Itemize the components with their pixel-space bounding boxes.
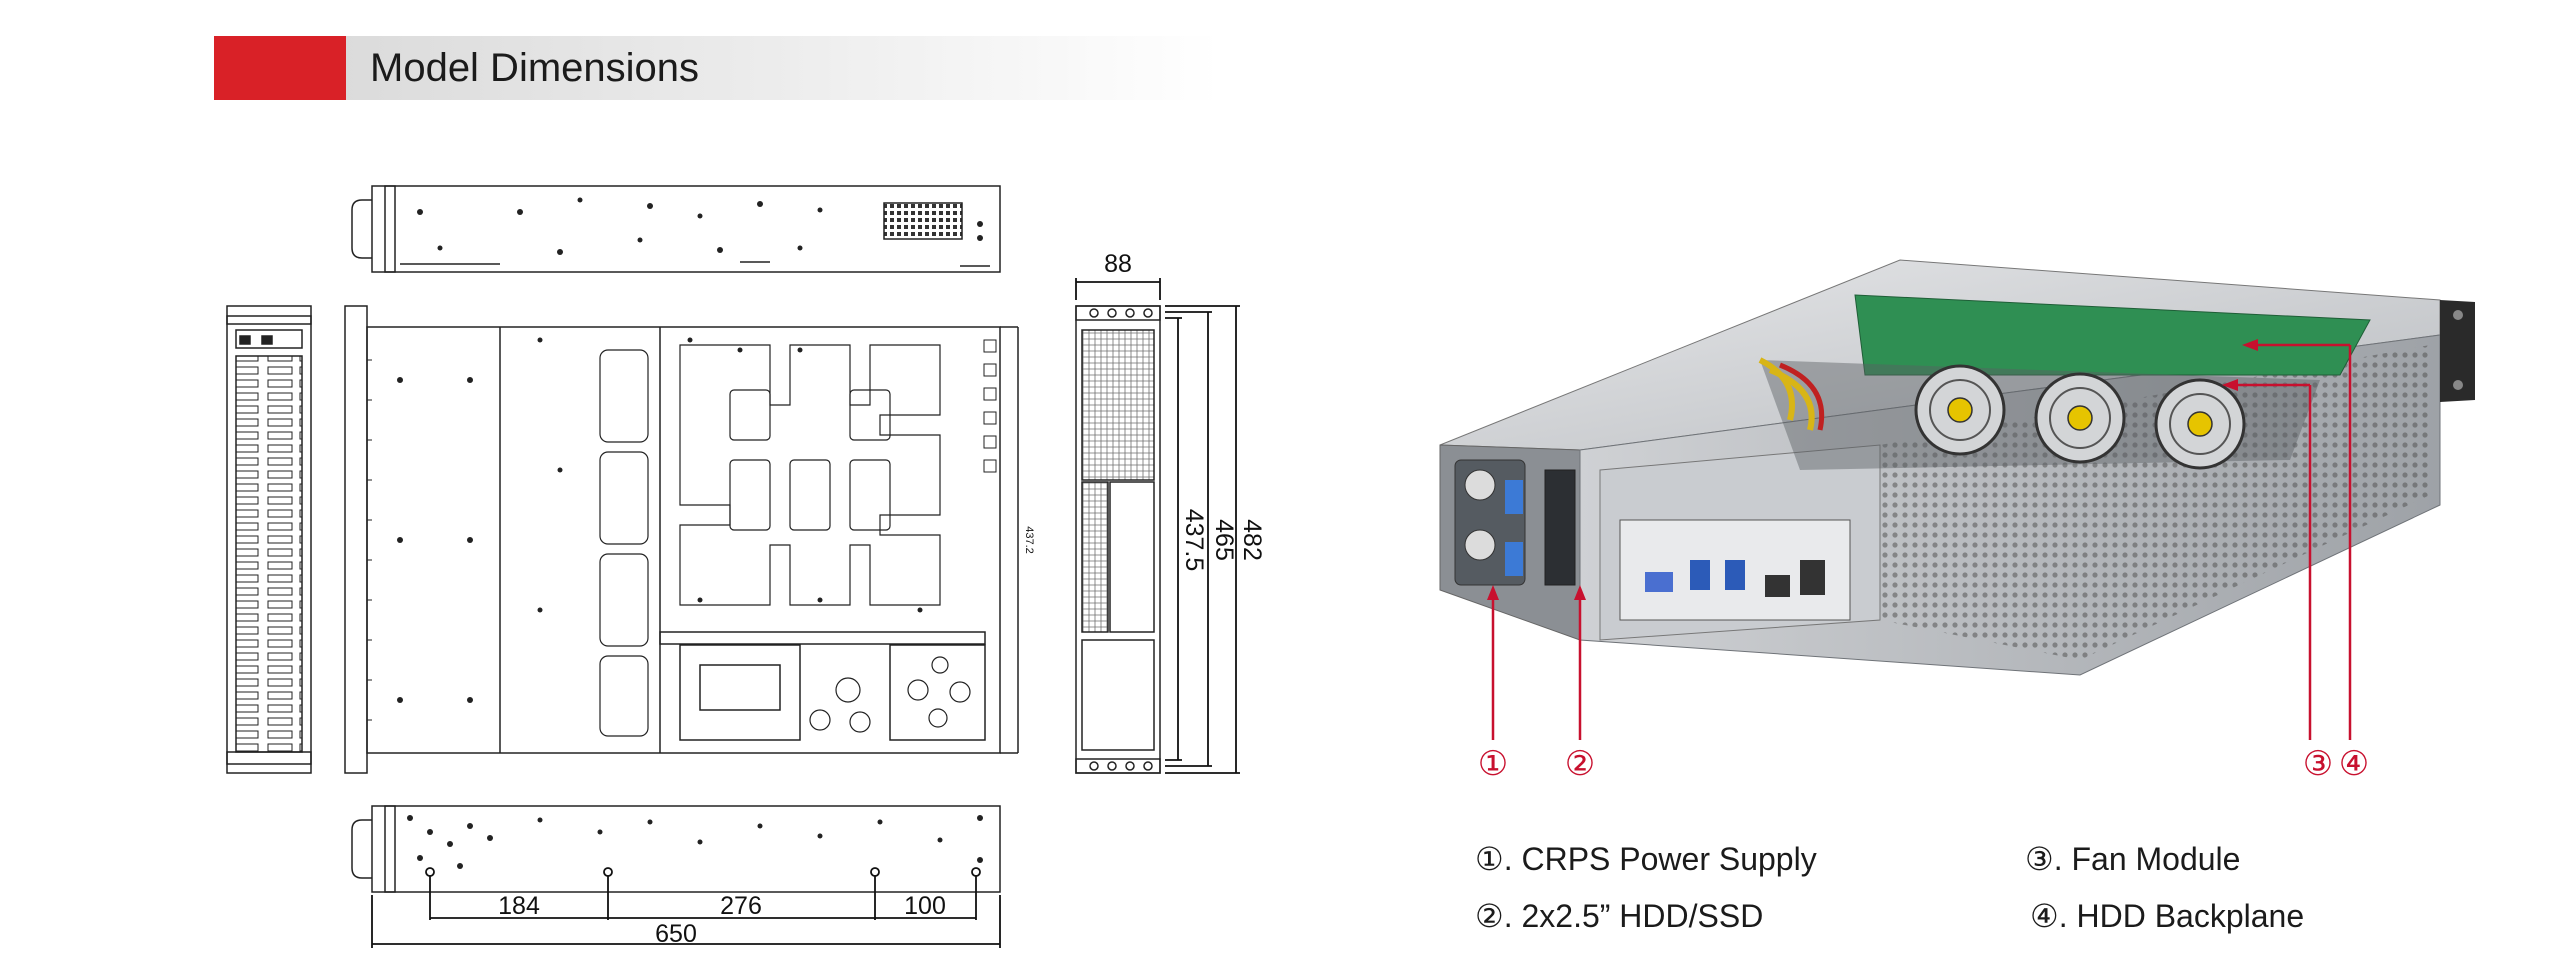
legend-item-fan-module: ③. Fan Module bbox=[2025, 841, 2241, 877]
dim-seg-3: 100 bbox=[904, 892, 946, 920]
legend-item-hdd-ssd: ②. 2x2.5” HDD/SSD bbox=[1475, 898, 1764, 934]
plan-view bbox=[344, 305, 1019, 774]
dim-depth-2: 465 bbox=[1210, 519, 1238, 561]
dim-depth-1: 437.5 bbox=[1180, 509, 1208, 572]
server-chassis-illustration bbox=[1439, 259, 2475, 676]
dim-width: 482 bbox=[1238, 519, 1266, 561]
callout-4: ④ bbox=[2339, 744, 2369, 784]
page-title: Model Dimensions bbox=[370, 46, 700, 90]
dim-seg-1: 184 bbox=[498, 892, 540, 920]
dim-inner-depth: 437.2 bbox=[1023, 526, 1035, 554]
callout-3: ③ bbox=[2303, 744, 2333, 784]
side-dimension-lines bbox=[1075, 278, 1240, 774]
dim-seg-2: 276 bbox=[720, 892, 762, 920]
dim-height: 88 bbox=[1104, 250, 1132, 278]
top-view bbox=[351, 185, 1001, 273]
header-bar bbox=[215, 36, 1220, 100]
legend-item-power-supply: ①. CRPS Power Supply bbox=[1475, 841, 1817, 877]
callout-1: ① bbox=[1478, 744, 1508, 784]
legend-item-hdd-backplane: ④. HDD Backplane bbox=[2030, 898, 2305, 934]
callout-lines bbox=[1491, 343, 2352, 740]
bottom-dimension-lines bbox=[371, 867, 1001, 948]
front-view bbox=[226, 305, 312, 774]
side-view bbox=[1075, 305, 1161, 774]
dim-total-length: 650 bbox=[655, 920, 697, 948]
bottom-view bbox=[351, 805, 1001, 893]
header-accent bbox=[214, 36, 346, 100]
callout-2: ② bbox=[1565, 744, 1595, 784]
